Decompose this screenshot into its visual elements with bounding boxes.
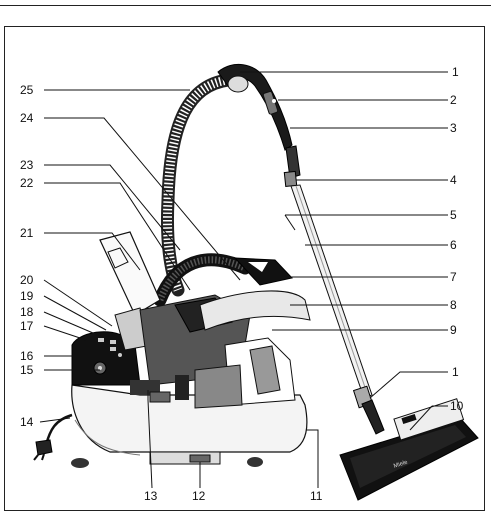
- label-3: 3: [450, 121, 457, 135]
- header-rule: [0, 5, 491, 6]
- leader-lines: [39, 71, 448, 489]
- diagram-frame: [4, 26, 485, 511]
- label-16: 16: [20, 349, 34, 363]
- power-cord: [33, 413, 73, 461]
- label-17: 17: [20, 319, 34, 333]
- label-6: 6: [450, 238, 457, 252]
- label-1-top: 1: [452, 65, 459, 79]
- label-1-bottom: 1: [452, 365, 459, 379]
- floorhead-brand-text: Miele: [393, 459, 409, 469]
- label-7: 7: [450, 270, 457, 284]
- label-14: 14: [20, 415, 34, 429]
- label-18: 18: [20, 305, 34, 319]
- label-22: 22: [20, 176, 34, 190]
- handle: [217, 64, 293, 151]
- label-12: 12: [192, 489, 206, 503]
- label-2: 2: [450, 93, 457, 107]
- label-5: 5: [450, 208, 457, 222]
- hose: [153, 73, 252, 307]
- label-21: 21: [20, 226, 34, 240]
- floorhead: Miele: [339, 398, 479, 501]
- label-19: 19: [20, 289, 34, 303]
- callout-labels: 1 2 3 4 5 6 7 8 9 1 10 11 12 13 14 15 16…: [20, 65, 464, 503]
- label-8: 8: [450, 298, 457, 312]
- label-9: 9: [450, 323, 457, 337]
- label-24: 24: [20, 111, 34, 125]
- telescopic-tube: [283, 145, 385, 435]
- label-4: 4: [450, 173, 457, 187]
- label-23: 23: [20, 158, 34, 172]
- label-10: 10: [450, 399, 464, 413]
- label-15: 15: [20, 363, 34, 377]
- label-13: 13: [144, 489, 158, 503]
- label-20: 20: [20, 273, 34, 287]
- vacuum-body: [71, 231, 311, 468]
- label-25: 25: [20, 83, 34, 97]
- label-11: 11: [310, 489, 323, 503]
